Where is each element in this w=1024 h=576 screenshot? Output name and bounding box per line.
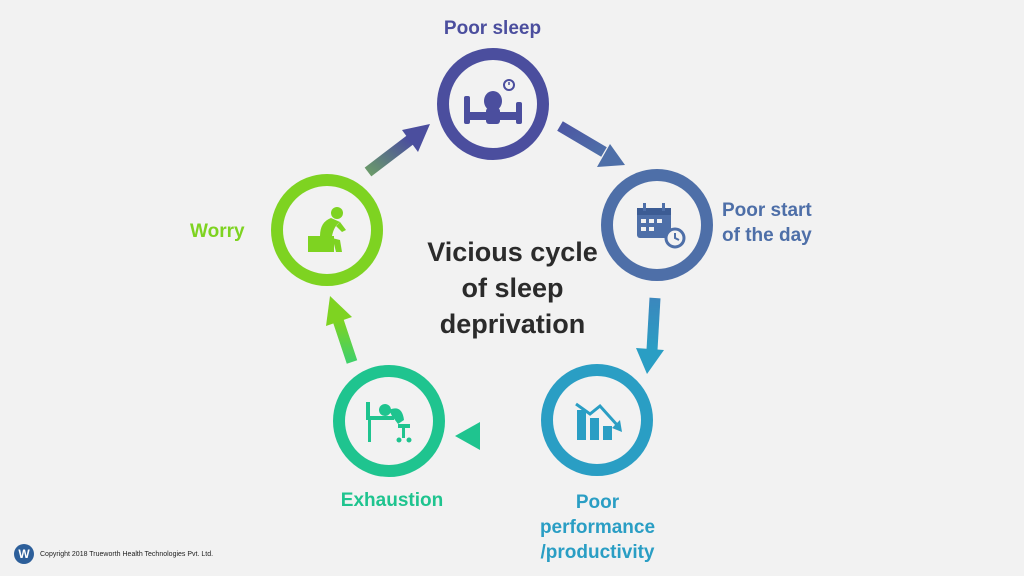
calendar-clock-icon <box>637 203 686 249</box>
arrow-worry-to-sleep <box>364 124 430 177</box>
footer: W Copyright 2018 Trueworth Health Techno… <box>14 542 213 566</box>
sleepless-bed-icon <box>464 79 522 124</box>
node-poor-start <box>601 169 713 281</box>
arrow-start-to-performance <box>636 297 664 374</box>
arrow-exhaustion-to-worry <box>326 296 358 364</box>
copyright-text: Copyright 2018 Trueworth Health Technolo… <box>40 550 214 558</box>
company-logo: W <box>14 544 34 564</box>
node-performance <box>541 364 653 476</box>
declining-chart-icon <box>575 402 622 440</box>
node-worry <box>271 174 383 286</box>
label-poor-start: Poor start of the day <box>722 200 812 246</box>
label-worry: Worry <box>190 221 245 242</box>
node-exhaustion <box>333 365 445 477</box>
label-poor-sleep: Poor sleep <box>443 18 542 39</box>
arrow-sleep-to-start <box>557 121 625 167</box>
diagram-title: Vicious cycle of sleep deprivation <box>427 237 598 339</box>
exhausted-at-desk-icon <box>366 402 412 443</box>
node-poor-sleep <box>437 48 549 160</box>
label-exhaustion: Exhaustion <box>340 490 444 511</box>
worried-person-icon <box>308 207 346 252</box>
arrow-performance-to-exhaustion <box>455 422 530 450</box>
label-poor-performance: Poor performance /productivity <box>539 492 656 563</box>
